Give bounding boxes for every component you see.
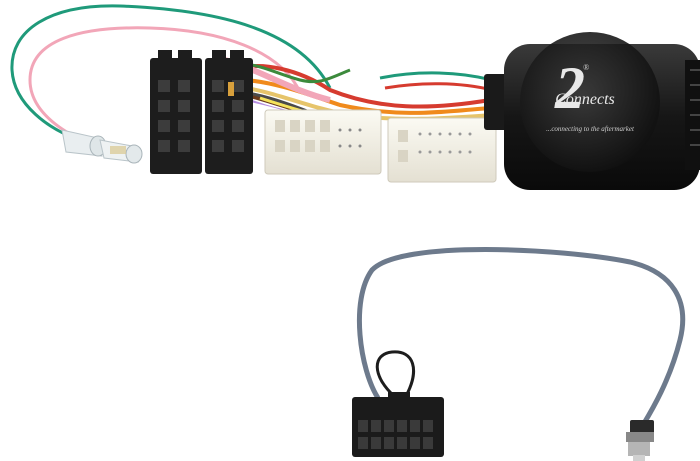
iso-plug-right [205,50,253,174]
interface-box [484,32,700,190]
logo-tagline: ...connecting to the aftermarket [546,125,635,133]
stalk-connector [352,392,444,457]
brand-logo: 2 ® Connects ...connecting to the afterm… [546,55,635,133]
logo-number: 2 [554,55,585,121]
white-connector-right [387,117,497,183]
iso-plug-left [150,50,202,174]
bullet-connectors [61,129,143,164]
stalk-cable [356,247,686,427]
logo-brand-name: Connects [555,91,615,108]
logo-registered-mark: ® [583,63,589,72]
white-connector-left [264,109,382,175]
jack-plug [626,420,654,461]
